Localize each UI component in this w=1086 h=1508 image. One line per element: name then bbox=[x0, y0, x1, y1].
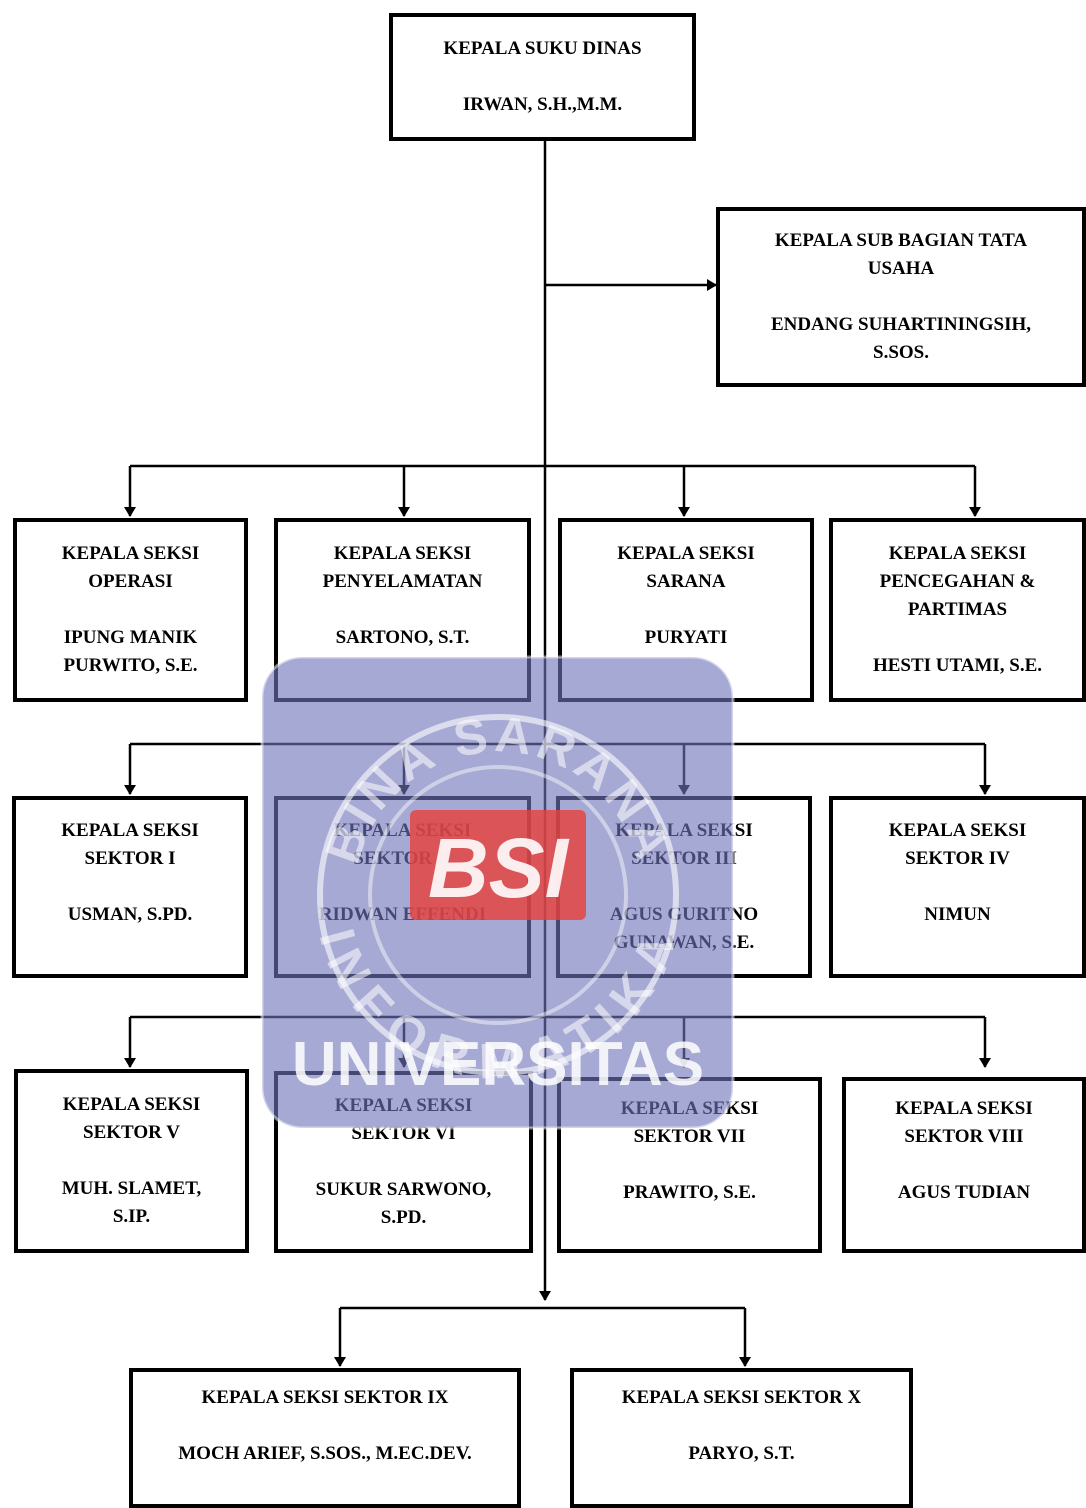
name-line: RIDWAN EFFENDI bbox=[318, 904, 487, 925]
name-line: S.IP. bbox=[112, 1206, 151, 1227]
seksi-operasi-box: KEPALA SEKSI OPERASI IPUNG MANIK PURWITO… bbox=[13, 518, 248, 702]
name-line: MUH. SLAMET, bbox=[61, 1178, 202, 1199]
sub-bagian-name-2: S.SOS. bbox=[873, 342, 929, 363]
name-line: SUKUR SARWONO, bbox=[315, 1179, 492, 1200]
title-line: KEPALA SEKSI bbox=[333, 820, 472, 841]
title-line: OPERASI bbox=[88, 571, 173, 592]
title-line: SARANA bbox=[646, 571, 726, 592]
name-line: AGUS GURITNO bbox=[609, 904, 759, 925]
title-line: KEPALA SEKSI bbox=[333, 543, 472, 564]
title-line: PARTIMAS bbox=[907, 599, 1008, 620]
title-line: KEPALA SEKSI bbox=[895, 1098, 1033, 1119]
title-line: KEPALA SEKSI SEKTOR IX bbox=[201, 1387, 449, 1408]
name-line: SARTONO, S.T. bbox=[335, 627, 470, 648]
title-line: SEKTOR V bbox=[83, 1122, 180, 1143]
title-line: SEKTOR I bbox=[84, 848, 176, 869]
sub-bagian-box: KEPALA SUB BAGIAN TATA USAHA ENDANG SUHA… bbox=[716, 207, 1086, 387]
seksi-sarana-box: KEPALA SEKSI SARANA PURYATI bbox=[558, 518, 814, 702]
seksi-sektor-7-box: KEPALA SEKSI SEKTOR VII PRAWITO, S.E. bbox=[557, 1077, 822, 1253]
title-line: KEPALA SEKSI bbox=[61, 543, 200, 564]
title-line: PENYELAMATAN bbox=[322, 571, 483, 592]
name-line: HESTI UTAMI, S.E. bbox=[872, 655, 1043, 676]
name-line: IPUNG MANIK bbox=[63, 627, 198, 648]
name-line: NIMUN bbox=[924, 904, 991, 925]
seksi-sektor-10-box: KEPALA SEKSI SEKTOR X PARYO, S.T. bbox=[570, 1368, 913, 1508]
name-line: PARYO, S.T. bbox=[688, 1443, 795, 1464]
seksi-sektor-8-box: KEPALA SEKSI SEKTOR VIII AGUS TUDIAN bbox=[842, 1077, 1086, 1253]
title-line: KEPALA SEKSI bbox=[888, 543, 1027, 564]
seksi-pencegahan-box: KEPALA SEKSI PENCEGAHAN & PARTIMAS HESTI… bbox=[829, 518, 1086, 702]
title-line: SEKTOR VII bbox=[633, 1126, 746, 1147]
name-line: PRAWITO, S.E. bbox=[623, 1182, 756, 1203]
title-line: SEKTOR III bbox=[631, 848, 737, 869]
seksi-sektor-2-box: KEPALA SEKSI SEKTOR II RIDWAN EFFENDI bbox=[274, 796, 531, 978]
title-line: SEKTOR II bbox=[353, 848, 452, 869]
seksi-sektor-6-box: KEPALA SEKSI SEKTOR VI SUKUR SARWONO, S.… bbox=[274, 1071, 533, 1253]
head-box: KEPALA SUKU DINAS IRWAN, S.H.,M.M. bbox=[389, 13, 696, 141]
title-line: SEKTOR VIII bbox=[904, 1126, 1024, 1147]
seksi-penyelamatan-box: KEPALA SEKSI PENYELAMATAN SARTONO, S.T. bbox=[274, 518, 531, 702]
sub-bagian-title-2: USAHA bbox=[867, 258, 935, 279]
title-line: KEPALA SEKSI bbox=[888, 820, 1027, 841]
name-line: S.PD. bbox=[380, 1207, 427, 1228]
title-line: SEKTOR IV bbox=[905, 848, 1010, 869]
seksi-sektor-9-box: KEPALA SEKSI SEKTOR IX MOCH ARIEF, S.SOS… bbox=[129, 1368, 521, 1508]
name-line: MOCH ARIEF, S.SOS., M.EC.DEV. bbox=[178, 1443, 472, 1464]
name-line: PURYATI bbox=[644, 627, 728, 648]
title-line: KEPALA SEKSI SEKTOR X bbox=[621, 1387, 862, 1408]
seksi-sektor-5-box: KEPALA SEKSI SEKTOR V MUH. SLAMET, S.IP. bbox=[14, 1069, 249, 1253]
title-line: SEKTOR VI bbox=[351, 1123, 456, 1144]
sub-bagian-title-1: KEPALA SUB BAGIAN TATA bbox=[774, 230, 1028, 251]
title-line: PENCEGAHAN & bbox=[879, 571, 1036, 592]
name-line: PURWITO, S.E. bbox=[63, 655, 198, 676]
seksi-sektor-3-box: KEPALA SEKSI SEKTOR III AGUS GURITNO GUN… bbox=[556, 796, 812, 978]
title-line: KEPALA SEKSI bbox=[62, 1094, 201, 1115]
sub-bagian-name-1: ENDANG SUHARTININGSIH, bbox=[770, 314, 1032, 335]
title-line: KEPALA SEKSI bbox=[617, 543, 755, 564]
seksi-sektor-1-box: KEPALA SEKSI SEKTOR I USMAN, S.PD. bbox=[12, 796, 248, 978]
title-line: KEPALA SEKSI bbox=[61, 820, 199, 841]
head-name: IRWAN, S.H.,M.M. bbox=[462, 94, 623, 115]
head-title: KEPALA SUKU DINAS bbox=[443, 38, 642, 59]
title-line: KEPALA SEKSI bbox=[620, 1098, 759, 1119]
title-line: KEPALA SEKSI bbox=[334, 1095, 473, 1116]
title-line: KEPALA SEKSI bbox=[615, 820, 753, 841]
name-line: USMAN, S.PD. bbox=[67, 904, 193, 925]
name-line: AGUS TUDIAN bbox=[897, 1182, 1031, 1203]
name-line: GUNAWAN, S.E. bbox=[613, 932, 755, 953]
seksi-sektor-4-box: KEPALA SEKSI SEKTOR IV NIMUN bbox=[829, 796, 1086, 978]
